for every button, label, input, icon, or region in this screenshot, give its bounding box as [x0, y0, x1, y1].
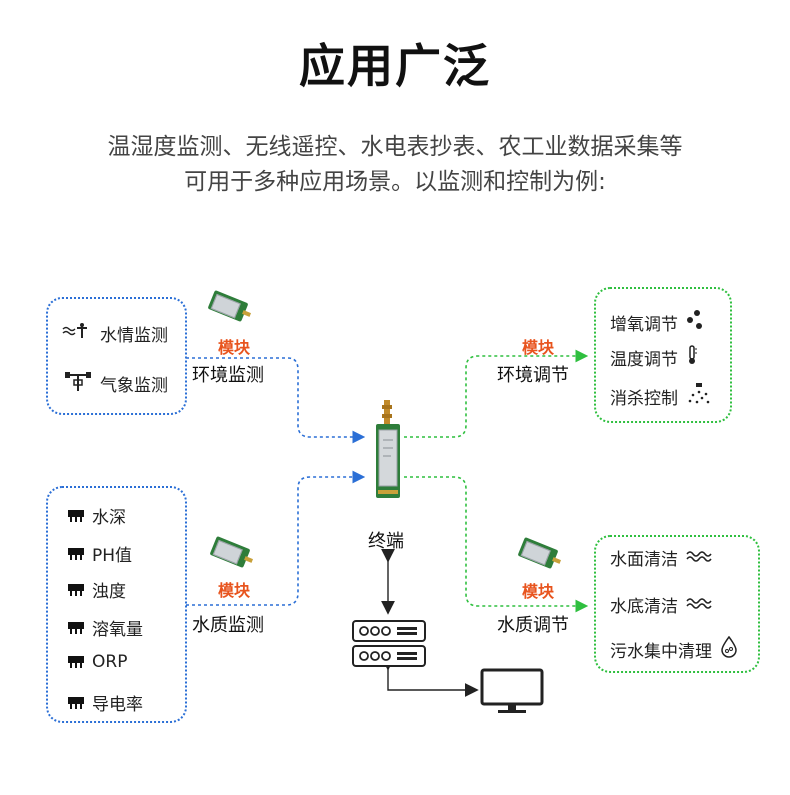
- water-control-item-label: 水面清洁: [610, 550, 678, 570]
- thermometer-icon: [686, 345, 698, 370]
- water-monitor-item: 浊度: [68, 577, 126, 602]
- water-drop-icon: [720, 635, 738, 663]
- module-label: 模块: [218, 581, 251, 600]
- env-control-item-label: 增氧调节: [610, 315, 678, 335]
- sensor-chip-icon: [68, 696, 84, 709]
- water-level-icon: [62, 323, 92, 344]
- server-rack-icon: [352, 620, 426, 668]
- water-monitor-item: 水深: [68, 503, 126, 528]
- water-monitor-item-label: 溶氧量: [92, 620, 143, 640]
- module-label: 模块: [218, 338, 251, 357]
- module-label: 模块: [522, 582, 555, 601]
- water-monitor-item: ORP: [68, 652, 127, 672]
- water-control-box: [594, 535, 760, 673]
- env-monitor-box: [46, 297, 187, 415]
- water-control-caption: 水质调节: [497, 615, 569, 636]
- env-monitor-item-label: 水情监测: [100, 326, 168, 346]
- water-monitor-item: 导电率: [68, 690, 143, 715]
- env-control-box: [594, 287, 732, 423]
- bottom-waves-icon: [686, 595, 714, 615]
- water-monitor-item: 溶氧量: [68, 615, 143, 640]
- env-control-item-label: 温度调节: [610, 350, 678, 370]
- water-control-item-bottom: 水底清洁: [610, 592, 714, 617]
- water-control-item-label: 污水集中清理: [610, 642, 712, 662]
- terminal-label: 终端: [368, 531, 404, 552]
- module-label: 模块: [522, 338, 555, 357]
- subtitle-line-2: 可用于多种应用场景。以监测和控制为例:: [184, 169, 606, 195]
- sensor-chip-icon: [68, 547, 84, 560]
- sensor-chip-icon: [68, 656, 84, 668]
- subtitle-line-1: 温湿度监测、无线遥控、水电表抄表、农工业数据采集等: [107, 134, 683, 160]
- sensor-chip-icon: [68, 583, 84, 596]
- env-control-item-disinfect: 消杀控制: [610, 383, 712, 410]
- env-monitor-caption: 环境监测: [192, 365, 264, 386]
- env-control-caption: 环境调节: [497, 365, 569, 386]
- water-monitor-item-label: 水深: [92, 508, 126, 528]
- page-title: 应用广泛: [299, 39, 491, 93]
- env-monitor-item-water: 水情监测: [62, 321, 168, 346]
- env-monitor-item-label: 气象监测: [100, 376, 168, 396]
- water-control-item-surface: 水面清洁: [610, 545, 714, 570]
- monitor-icon: [480, 668, 544, 714]
- water-monitor-item-label: 导电率: [92, 695, 143, 715]
- sensor-chip-icon: [68, 621, 84, 634]
- water-monitor-item: PH值: [68, 541, 132, 566]
- water-control-item-sewage: 污水集中清理: [610, 635, 738, 663]
- env-monitor-item-weather: 气象监测: [64, 371, 168, 396]
- water-monitor-box: [46, 486, 187, 723]
- water-monitor-item-label: ORP: [92, 652, 128, 672]
- surface-waves-icon: [686, 548, 714, 568]
- water-monitor-item-label: 浊度: [92, 582, 126, 602]
- water-monitor-item-label: PH值: [92, 546, 133, 566]
- env-control-item-temperature: 温度调节: [610, 345, 698, 370]
- water-monitor-caption: 水质监测: [192, 615, 264, 636]
- env-control-item-oxygen: 增氧调节: [610, 309, 704, 336]
- weather-station-icon: [64, 371, 92, 396]
- radio-module-icon: [370, 400, 404, 500]
- bubbles-icon: [686, 309, 704, 336]
- spray-icon: [686, 383, 712, 410]
- water-control-item-label: 水底清洁: [610, 597, 678, 617]
- sensor-chip-icon: [68, 509, 84, 522]
- env-control-item-label: 消杀控制: [610, 389, 678, 409]
